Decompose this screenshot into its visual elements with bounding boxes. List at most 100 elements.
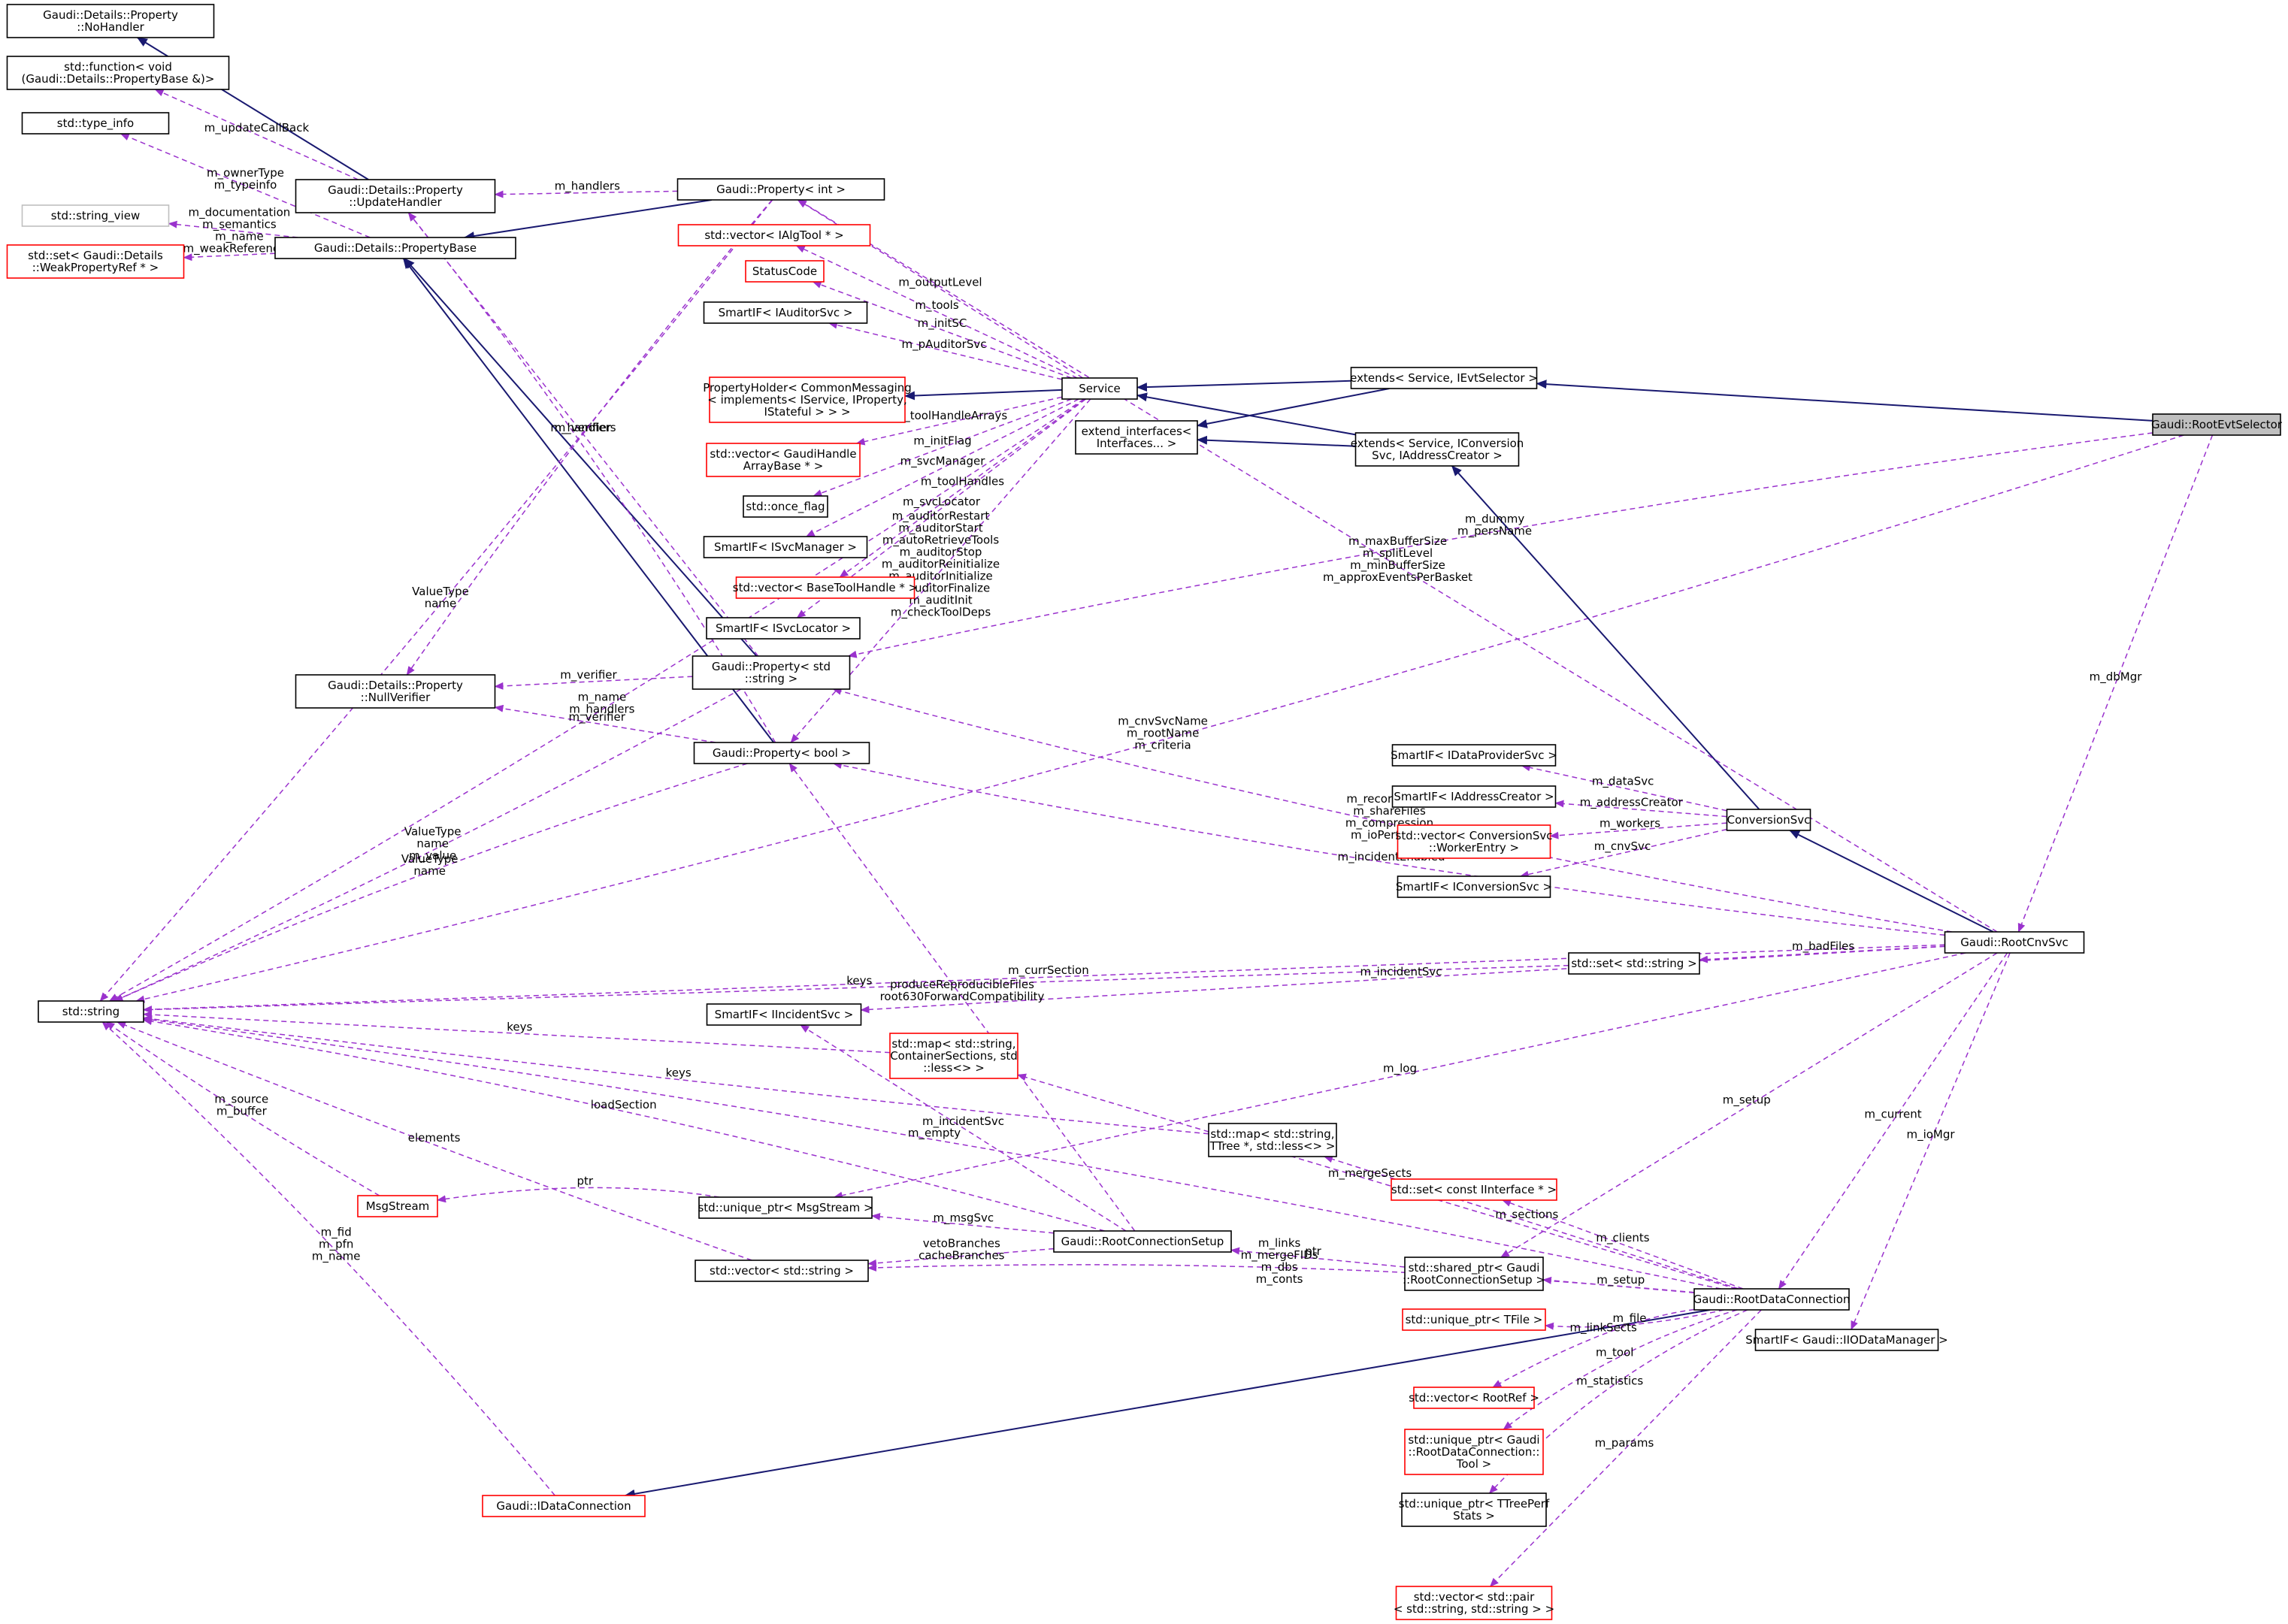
class-node-n39[interactable]: std::shared_ptr< Gaudi::RootConnectionSe… [1403,1257,1545,1291]
edge-label-n24-n18: m_initFlag [913,434,971,449]
class-node-box [295,674,496,709]
class-node-n6[interactable]: Gaudi::Details::Property::UpdateHandler [295,179,496,213]
class-node-n8[interactable]: Gaudi::Details::Property::NullVerifier [295,674,496,709]
class-node-n18[interactable]: std::once_flag [743,495,828,518]
class-node-n2[interactable]: std::function< void(Gaudi::Details::Prop… [6,56,230,90]
class-node-box [6,56,230,90]
edge-label-n48-n38: m_clients [1596,1231,1649,1245]
class-node-n10[interactable]: MsgStream [357,1195,438,1217]
class-node-n4[interactable]: std::string_view [21,204,170,227]
edge-label-n24-n14: m_initSC [918,316,967,331]
class-node-n3[interactable]: std::type_info [21,112,170,135]
class-node-box [1413,1387,1535,1409]
class-node-box [1354,432,1520,467]
class-node-n41[interactable]: std::vector< RootRef > [1409,1387,1539,1409]
class-node-box [38,1000,144,1023]
class-node-n44[interactable]: std::vector< std::pair< std::string, std… [1394,1586,1554,1620]
class-node-label: std::string [62,1005,120,1018]
class-node-label: Gaudi::Property< int > [716,183,846,196]
class-node-n14[interactable]: StatusCode [745,260,825,283]
class-node-n42[interactable]: std::unique_ptr< Gaudi::RootDataConnecti… [1404,1429,1544,1475]
class-node-box [1208,1123,1337,1157]
class-node-n35[interactable]: SmartIF< IAddressCreator > [1391,785,1557,808]
class-node-n48[interactable]: Gaudi::RootDataConnection [1693,1288,1851,1311]
edge-n48-n27 [1017,1073,1737,1290]
class-node-n12[interactable]: Gaudi::Property< int > [676,178,885,201]
edge-label-n45-n37: m_cnvSvc [1594,839,1651,854]
class-node-n23[interactable]: Gaudi::Property< bool > [693,742,870,764]
class-node-n38[interactable]: std::set< const IInterface * > [1391,1178,1557,1201]
edge-label-n46-n9: keys [846,974,872,987]
class-node-n1[interactable]: Gaudi::Details::Property::NoHandler [6,4,215,38]
class-node-box [1395,1586,1553,1620]
class-node-n11[interactable]: Gaudi::IDataConnection [482,1495,646,1517]
edge-n30-n29 [867,1247,1055,1267]
edge-n12-n6 [494,190,678,198]
class-node-n20[interactable]: std::vector< BaseToolHandle * > [733,576,918,599]
class-node-box [1401,1492,1547,1527]
class-node-box [1693,1288,1850,1311]
class-node-n5[interactable]: std::set< Gaudi::Details::WeakPropertyRe… [6,244,185,279]
class-node-n13[interactable]: std::vector< IAlgTool * > [677,224,871,246]
class-node-n9[interactable]: std::string [38,1000,144,1023]
class-node-n19[interactable]: SmartIF< ISvcManager > [703,536,868,558]
class-node-label: std::function< void(Gaudi::Details::Prop… [22,60,215,86]
class-node-n25[interactable]: extend_interfaces<Interfaces... > [1075,420,1198,455]
edges-layer [99,37,2214,1587]
class-node-n26[interactable]: SmartIF< IIncidentSvc > [706,1003,862,1026]
class-node-n45[interactable]: ConversionSvc [1726,809,1811,831]
edge-label-n47-n46: m_badFiles [1792,939,1854,954]
class-node-n46[interactable]: std::set< std::string > [1568,952,1700,975]
class-node-n50[interactable]: Gaudi::RootEvtSelector [2151,413,2283,436]
class-node-n28[interactable]: std::unique_ptr< MsgStream > [698,1196,873,1219]
class-node-n16[interactable]: PropertyHolder< CommonMessaging< impleme… [703,377,912,423]
edge-label-n47-n9: m_currSection [1008,963,1089,978]
class-node-n34[interactable]: SmartIF< IDataProviderSvc > [1391,744,1557,767]
class-node-n49[interactable]: SmartIF< Gaudi::IIODataManager > [1745,1329,1948,1351]
class-node-n31[interactable]: std::map< std::string,TTree *, std::less… [1208,1123,1337,1157]
class-node-label: std::unique_ptr< Gaudi::RootDataConnecti… [1408,1433,1539,1471]
edge-label-n30-n9: loadSection [591,1098,657,1111]
class-node-n32[interactable]: extends< Service, IEvtSelector > [1350,367,1538,389]
class-node-n22[interactable]: Gaudi::Property< std::string > [692,655,851,690]
class-node-box [295,179,496,213]
edge-label-n23-n8: m_verifier [568,710,625,724]
edge-label-n24-n20: m_toolHandles [921,475,1004,489]
class-node-n30[interactable]: Gaudi::RootConnectionSetup [1053,1230,1232,1253]
class-node-label: ConversionSvc [1727,813,1811,827]
class-node-n40[interactable]: std::unique_ptr< TFile > [1402,1308,1546,1331]
edge-label-n47-n48: m_current [1864,1108,1921,1122]
edge-label-n47-n49: m_ioMgr [1906,1128,1955,1142]
class-node-n27[interactable]: std::map< std::string,ContainerSections,… [889,1033,1018,1079]
class-node-n37[interactable]: SmartIF< IConversionSvc > [1396,876,1552,898]
edge-n24-n19 [805,398,1079,537]
class-node-n29[interactable]: std::vector< std::string > [695,1260,869,1282]
edge-label-n31-n9: keys [666,1066,692,1080]
class-node-n7[interactable]: Gaudi::Details::PropertyBase [274,237,516,259]
class-node-n15[interactable]: SmartIF< IAuditorSvc > [703,301,868,324]
class-node-label: std::type_info [57,116,134,131]
class-node-n21[interactable]: SmartIF< ISvcLocator > [706,617,861,640]
edge-label-n30-n28: m_msgSvc [933,1211,994,1225]
edge-n47-n48 [1778,952,2008,1290]
edge-n47-n28 [833,952,1966,1199]
edge-n50-n47 [2017,434,2214,933]
edge-label-n7-n5: m_weakReferences [183,242,292,256]
class-node-n24[interactable]: Service [1061,377,1138,400]
class-node-label: std::map< std::string,ContainerSections,… [890,1037,1018,1075]
class-node-label: Gaudi::RootDataConnection [1693,1293,1851,1306]
edge-label-n24-n17: m_toolHandleArrays [894,409,1008,423]
edge-n47-n39 [1500,952,1998,1258]
edge-label-n47-n28: m_log [1383,1062,1417,1076]
class-node-label: StatusCode [752,265,817,278]
edge-label-n24-n13: m_tools [915,298,959,313]
class-node-n36[interactable]: std::vector< ConversionSvc::WorkerEntry … [1396,824,1553,859]
class-node-box [706,443,861,477]
class-node-n47[interactable]: Gaudi::RootCnvSvc [1944,931,2085,954]
edge-n24-n13 [795,245,1078,379]
